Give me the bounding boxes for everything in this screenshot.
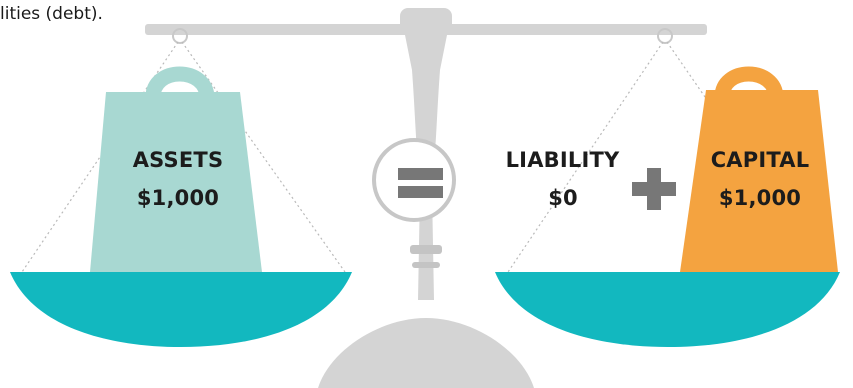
- capital-value: $1,000: [718, 186, 802, 210]
- capital-weight: [680, 66, 838, 272]
- pillar-ring-lower: [412, 262, 440, 268]
- liability-label: LIABILITY: [505, 148, 620, 172]
- assets-value: $1,000: [136, 186, 220, 210]
- pillar-ring: [410, 245, 442, 254]
- assets-label: ASSETS: [132, 148, 224, 172]
- right-pan: [495, 272, 840, 347]
- liability-value: $0: [548, 186, 578, 210]
- left-hook: [172, 28, 188, 44]
- equals-icon: [372, 138, 456, 222]
- capital-label: CAPITAL: [710, 148, 810, 172]
- right-hook: [657, 28, 673, 44]
- left-pan: [10, 272, 352, 347]
- scale-beam: [145, 24, 707, 35]
- caption-text: lities (debt).: [0, 4, 103, 24]
- plus-icon: [632, 168, 676, 210]
- scale-base: [318, 318, 534, 388]
- right-strings: [507, 41, 827, 273]
- assets-weight: [90, 66, 262, 272]
